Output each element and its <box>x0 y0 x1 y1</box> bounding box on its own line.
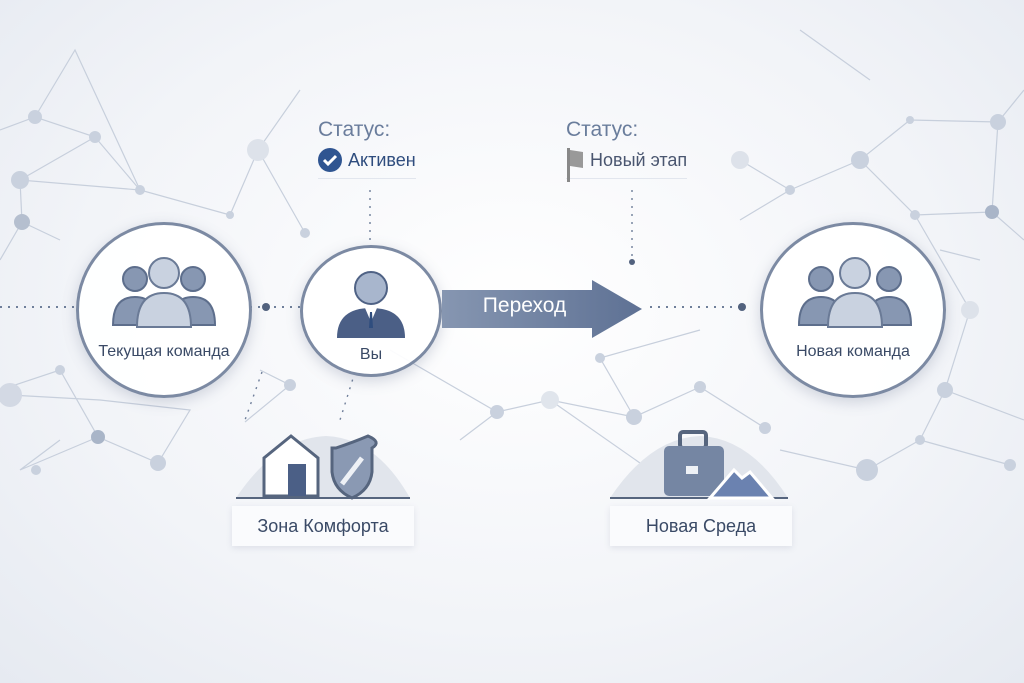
flag-icon <box>567 148 583 182</box>
new-environment-label: Новая Среда <box>645 516 757 536</box>
status-active: Статус: Активен <box>318 118 416 179</box>
transition-label: Переход <box>482 294 567 317</box>
transition-arrow <box>442 280 642 338</box>
house-shield-icon <box>236 434 410 500</box>
you-node: Вы <box>300 245 442 377</box>
status-title: Статус: <box>566 118 639 141</box>
comfort-zone-card: Зона Комфорта <box>232 506 414 546</box>
you-label: Вы <box>359 346 383 363</box>
briefcase-mountain-icon <box>610 430 788 500</box>
status-value: Новый этап <box>590 149 688 170</box>
person-icon <box>337 271 405 338</box>
status-value: Активен <box>348 149 416 170</box>
new-environment-card: Новая Среда <box>610 506 792 546</box>
current-team-label: Текущая команда <box>98 343 230 360</box>
comfort-zone-label: Зона Комфорта <box>257 516 389 536</box>
current-team-node: Текущая команда <box>76 222 252 398</box>
status-title: Статус: <box>318 118 391 141</box>
new-team-label: Новая команда <box>796 343 910 360</box>
check-circle-icon <box>318 148 342 172</box>
team-icon <box>797 257 913 328</box>
new-team-node: Новая команда <box>760 222 946 398</box>
team-icon <box>111 257 217 328</box>
status-new-stage: Статус: Новый этап <box>566 118 688 182</box>
